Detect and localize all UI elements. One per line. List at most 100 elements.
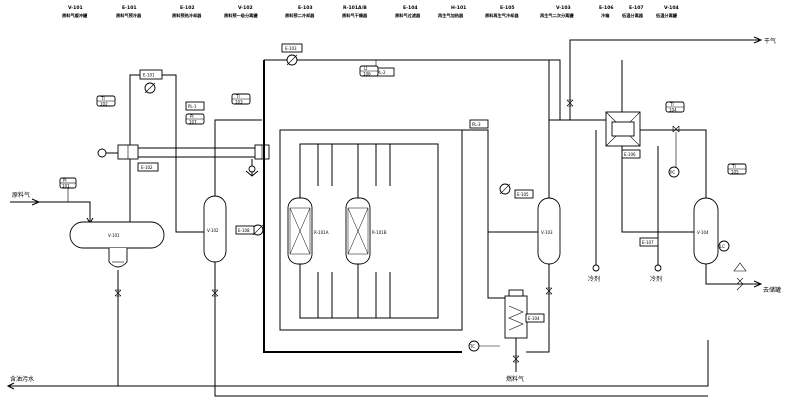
header-tag-9: E-105 <box>500 5 515 11</box>
v104-tag: V-104 <box>697 230 709 235</box>
v102-overhead <box>214 119 262 196</box>
v101-tag: V-101 <box>108 233 120 238</box>
v104-bottom-line <box>705 264 760 285</box>
e105-slash <box>499 183 511 195</box>
h101-inlet <box>487 232 505 299</box>
instr-top-2: TI <box>100 96 105 101</box>
e102-tag-box <box>137 162 159 172</box>
equipment-header: V-101 原料气缓冲罐 E-101 原料气预冷器 E-102 原料预热冷却器 … <box>62 5 679 19</box>
instr-top-1: PI <box>63 178 67 183</box>
instr-top-6: LI <box>364 66 367 71</box>
pipe-label-box-1 <box>185 101 205 111</box>
e106-core <box>611 121 635 137</box>
e101-to-v102 <box>175 108 204 233</box>
header-name-5: 原料预二冷却器 <box>285 12 315 19</box>
coldbox-to-v104-top <box>640 129 707 198</box>
header-tag-12: E-107 <box>629 5 644 11</box>
header-name-8: 再生气加热器 <box>438 12 464 19</box>
e106-to-v104 <box>621 146 694 233</box>
dryer-outer-box <box>279 129 463 331</box>
e103-slash <box>286 54 298 66</box>
dryer-bottom-valves-line <box>317 272 391 318</box>
e101-tag-box <box>139 69 163 80</box>
header-name-13: 低温分离罐 <box>655 12 678 19</box>
pipe-label-2: PL-2 <box>377 70 386 75</box>
e108-slash <box>252 224 264 236</box>
instr-top-5: TI <box>731 164 736 169</box>
cold-a-end <box>592 264 600 272</box>
water-header: 含油污水 LI 106 PI 107 E-104 PL-3 <box>6 65 709 397</box>
header-name-12: 低温分离器 <box>621 12 644 19</box>
e102-section: E-102 <box>97 144 270 177</box>
header-tag-7: E-104 <box>403 5 418 11</box>
header-name-6: 原料气干燥器 <box>342 12 368 19</box>
header-name-4: 原料预一级分离罐 <box>224 12 258 19</box>
pc-valve-icon <box>672 125 680 133</box>
feed-gas-label: 原料气 <box>12 191 30 199</box>
header-tag-6: R-101A/B <box>343 5 367 11</box>
feed-to-v101 <box>38 201 91 222</box>
e101-section: E-101 TI 102 PL-1 <box>96 69 205 233</box>
e103-tag-box <box>281 43 303 53</box>
e102-drive-icon <box>97 148 107 158</box>
header-tag-3: E-102 <box>180 5 195 11</box>
v102-tag: V-102 <box>207 228 219 233</box>
header-tag-11: E-106 <box>599 5 614 11</box>
dryer-section: R-101A R-101B <box>279 129 463 331</box>
dryer-nozzles <box>299 144 359 318</box>
e105-tag: E-105 <box>517 192 529 197</box>
v103-drain <box>526 264 550 353</box>
e104-tag: E-104 <box>528 316 540 321</box>
v103-section: E-105 V-103 <box>462 60 561 353</box>
e103-section: E-103 PL-2 E-108 <box>235 43 561 353</box>
header-name-11: 冷箱 <box>601 12 610 19</box>
header-name-3: 原料预热冷却器 <box>172 12 202 19</box>
dry-gas-valve-icon <box>566 99 574 107</box>
e105-tag-box <box>514 189 534 199</box>
e103-tag: E-103 <box>285 46 297 51</box>
lc-tag: LC <box>720 244 725 249</box>
dryer-top-valves-line <box>317 144 391 186</box>
v102-section: V-102 TI 103 <box>203 93 262 388</box>
instr-bottom-5: 105 <box>731 170 739 175</box>
h101-heater <box>504 295 528 339</box>
header-name-2: 原料气预冷器 <box>116 12 142 19</box>
cold-a-label: 冷剂 <box>588 275 600 283</box>
v103-feed-line <box>462 129 538 233</box>
v101-boot <box>108 248 128 268</box>
header-name-9: 原料再生气冷却器 <box>485 12 519 19</box>
h101-stack <box>508 289 524 297</box>
dry-gas-line <box>569 39 760 120</box>
v103-drain-valve-icon <box>545 287 553 295</box>
pc-tag: PC <box>670 170 675 175</box>
pipe-label-1: PL-1 <box>188 104 197 109</box>
instr-top-7: PI <box>190 114 194 119</box>
e104-tag-box <box>525 313 545 323</box>
top-header-line <box>264 59 561 120</box>
header-name-7: 原料气过滤器 <box>395 12 421 19</box>
fuel-gas-label: 燃料气 <box>506 375 524 383</box>
cold-b-label: 冷剂 <box>650 275 662 283</box>
header-tag-8: H-101 <box>451 5 466 11</box>
e107-tag: E-107 <box>642 240 654 245</box>
e101-slash <box>144 82 156 94</box>
regen-loop-left <box>263 60 462 353</box>
header-tag-10: V-103 <box>556 5 571 11</box>
h101-section: H-101 燃料气 TC <box>468 232 543 383</box>
instr-bottom-1: 101 <box>62 184 70 189</box>
v103-tag: V-103 <box>541 230 553 235</box>
dry-gas-label: 干气 <box>764 37 776 45</box>
instr-bottom-4: 104 <box>669 108 677 113</box>
lc-valve-icon <box>736 277 744 291</box>
e102-valve-icon <box>248 165 256 173</box>
v101-drain-valve-icon <box>114 289 122 297</box>
h101-coil-icon <box>508 305 524 331</box>
water-out-label: 含油污水 <box>10 375 34 383</box>
instr-bottom-3: 103 <box>235 100 243 105</box>
tc-tag: TC <box>469 344 475 349</box>
header-tag-1: V-101 <box>68 5 83 11</box>
header-tag-5: E-103 <box>298 5 313 11</box>
header-tag-13: V-104 <box>664 5 679 11</box>
pipe-label-3: PL-3 <box>472 122 481 127</box>
